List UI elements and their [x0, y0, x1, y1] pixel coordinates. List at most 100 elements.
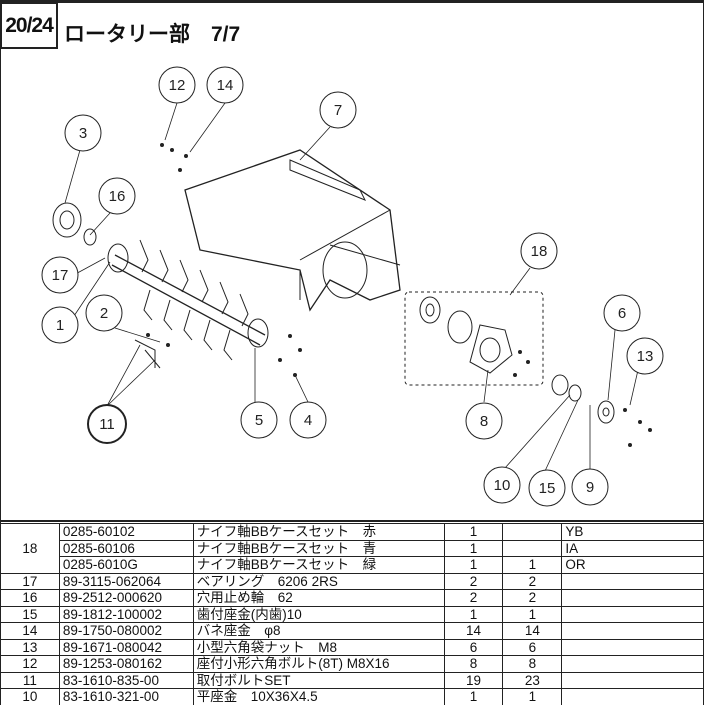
callout-number: 14 — [217, 77, 234, 94]
cell-no: 16 — [0, 589, 60, 607]
cell-note — [561, 638, 704, 656]
callout-number: 17 — [52, 267, 69, 284]
callout-number: 4 — [304, 412, 312, 429]
cell-name: 取付ボルトSET — [192, 671, 445, 689]
callout-4: 4 — [289, 401, 327, 439]
cell-note — [561, 589, 704, 607]
cell-qty1: 14 — [443, 622, 504, 640]
cell-part: 89-1750-080002 — [58, 622, 194, 640]
cell-part: 89-3115-062064 — [58, 572, 194, 590]
callout-13: 13 — [626, 337, 664, 375]
callout-number: 7 — [334, 102, 342, 119]
callout-number: 15 — [539, 480, 556, 497]
cell-part: 89-1253-080162 — [58, 655, 194, 673]
cell-qty1: 1 — [443, 688, 504, 705]
cell-name: 平座金 10X36X4.5 — [192, 688, 445, 705]
cell-qty1: 2 — [443, 589, 504, 607]
cell-part: 83-1610-835-00 — [58, 671, 194, 689]
cell-name: 歯付座金(内歯)10 — [192, 605, 445, 623]
cell-qty2 — [502, 539, 563, 557]
cell-part: 89-1671-080042 — [58, 638, 194, 656]
callout-10: 10 — [483, 466, 521, 504]
cell-qty1: 1 — [443, 605, 504, 623]
callout-2: 2 — [85, 294, 123, 332]
callout-3: 3 — [64, 114, 102, 152]
cell-part: 89-2512-000620 — [58, 589, 194, 607]
cell-part: 89-1812-100002 — [58, 605, 194, 623]
callout-5: 5 — [240, 401, 278, 439]
callout-number: 11 — [99, 416, 115, 433]
cell-note — [561, 688, 704, 705]
cell-part: 0285-60102 — [58, 523, 194, 541]
callout-number: 16 — [109, 188, 126, 205]
cell-qty1: 1 — [443, 556, 504, 574]
cell-no: 13 — [0, 638, 60, 656]
cell-qty1: 8 — [443, 655, 504, 673]
cell-note — [561, 622, 704, 640]
callout-17: 17 — [41, 256, 79, 294]
callout-number: 2 — [100, 305, 108, 322]
cell-qty2: 2 — [502, 589, 563, 607]
cell-name: ナイフ軸BBケースセット 緑 — [192, 556, 445, 574]
cell-qty2: 8 — [502, 655, 563, 673]
cell-qty2: 14 — [502, 622, 563, 640]
callout-1: 1 — [41, 306, 79, 344]
divider — [0, 1, 704, 3]
callout-9: 9 — [571, 468, 609, 506]
cell-qty1: 19 — [443, 671, 504, 689]
cell-part: 83-1610-321-00 — [58, 688, 194, 705]
cell-part: 0285-6010G — [58, 556, 194, 574]
cell-name: 穴用止め輪 62 — [192, 589, 445, 607]
bb-case-set-box — [404, 291, 544, 386]
cell-qty2 — [502, 523, 563, 541]
callout-number: 9 — [586, 479, 594, 496]
cell-no: 17 — [0, 572, 60, 590]
cell-note — [561, 655, 704, 673]
cell-part: 0285-60106 — [58, 539, 194, 557]
cell-name: 小型六角袋ナット M8 — [192, 638, 445, 656]
cell-qty2: 2 — [502, 572, 563, 590]
callout-number: 5 — [255, 412, 263, 429]
cell-name: ナイフ軸BBケースセット 青 — [192, 539, 445, 557]
cell-no: 10 — [0, 688, 60, 705]
cell-no: 12 — [0, 655, 60, 673]
cell-name: ナイフ軸BBケースセット 赤 — [192, 523, 445, 541]
cell-no: 15 — [0, 605, 60, 623]
cell-note — [561, 605, 704, 623]
cell-no: 11 — [0, 671, 60, 689]
rotary-cover — [184, 149, 401, 312]
callout-number: 6 — [618, 305, 626, 322]
cell-note: IA — [561, 539, 704, 557]
cell-qty1: 6 — [443, 638, 504, 656]
callout-number: 1 — [56, 317, 64, 334]
callout-number: 18 — [531, 243, 548, 260]
rotor-shaft — [111, 254, 266, 346]
page-title: ロータリー部 7/7 — [64, 23, 241, 46]
callout-14: 14 — [206, 66, 244, 104]
cell-qty2: 1 — [502, 605, 563, 623]
cell-qty2: 1 — [502, 556, 563, 574]
callout-number: 3 — [79, 125, 87, 142]
callout-number: 13 — [637, 348, 654, 365]
cell-qty2: 1 — [502, 688, 563, 705]
cell-note — [561, 572, 704, 590]
table-top-border — [0, 520, 704, 522]
cell-no: 14 — [0, 622, 60, 640]
cell-name: バネ座金 φ8 — [192, 622, 445, 640]
callout-18: 18 — [520, 232, 558, 270]
cell-note: YB — [561, 523, 704, 541]
callout-6: 6 — [603, 294, 641, 332]
callout-15: 15 — [528, 469, 566, 507]
callout-7: 7 — [319, 91, 357, 129]
